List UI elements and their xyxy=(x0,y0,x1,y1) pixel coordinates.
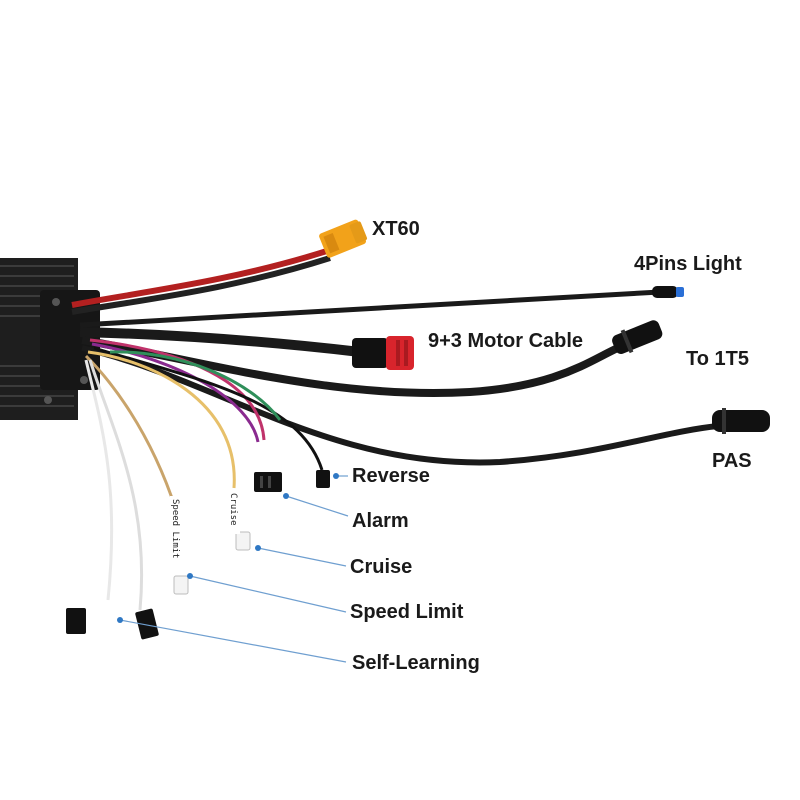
reverse-connector xyxy=(316,470,330,488)
four-pins-light-connector xyxy=(652,286,684,298)
dot-reverse xyxy=(333,473,339,479)
label-speed-limit: Speed Limit xyxy=(350,601,464,623)
motor-cable-plug xyxy=(352,336,414,370)
label-4pins-light: 4Pins Light xyxy=(634,253,742,275)
leader-alarm xyxy=(285,495,349,517)
alarm-connector xyxy=(254,472,282,492)
leader-self-learning xyxy=(119,619,347,663)
pas-connector xyxy=(712,408,770,434)
leader-speed-limit xyxy=(189,575,347,613)
cruise-connector xyxy=(235,531,251,551)
label-pas: PAS xyxy=(712,450,752,472)
leader-lines xyxy=(119,475,349,663)
to-1t5-connector xyxy=(612,320,663,354)
xt60-connector xyxy=(319,219,368,258)
label-to-1t5: To 1T5 xyxy=(686,348,749,370)
self-learning-connectors xyxy=(66,608,159,640)
wire-tag-speed-limit: Speed Limit xyxy=(170,496,182,570)
speed-limit-connector xyxy=(173,575,189,595)
dot-self-learning xyxy=(117,617,123,623)
wire-tag-cruise: Cruise xyxy=(228,490,240,534)
dot-speed-limit xyxy=(187,573,193,579)
dot-alarm xyxy=(283,493,289,499)
svg-text:Speed Limit: Speed Limit xyxy=(170,499,180,559)
label-alarm: Alarm xyxy=(352,510,409,532)
label-self-learning: Self-Learning xyxy=(352,652,480,674)
controller-housing xyxy=(0,258,100,420)
label-cruise: Cruise xyxy=(350,556,413,578)
label-reverse: Reverse xyxy=(352,465,430,487)
leader-cruise xyxy=(257,547,347,567)
power-cable xyxy=(71,247,331,315)
leader-dots xyxy=(117,473,339,623)
label-xt60: XT60 xyxy=(372,218,420,240)
dot-cruise xyxy=(255,545,261,551)
svg-text:Cruise: Cruise xyxy=(228,493,238,526)
black-cable-bundle xyxy=(79,289,719,466)
label-motor-cable: 9+3 Motor Cable xyxy=(428,330,584,352)
signal-wires xyxy=(84,338,324,611)
